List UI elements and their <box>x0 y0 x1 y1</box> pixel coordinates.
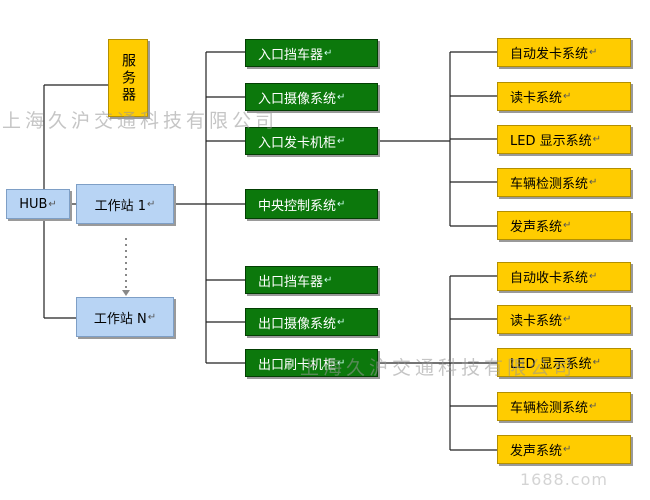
subsystem-label: 自动收卡系统 <box>510 271 589 286</box>
middle-node-label: 入口发卡机柜 <box>258 135 337 151</box>
paragraph-mark: ↵ <box>589 271 598 282</box>
paragraph-mark: ↵ <box>337 198 346 210</box>
entry-subsystem-box: 发声系统↵ <box>497 211 631 240</box>
entry-barrier-box: 入口挡车器↵ <box>245 39 378 67</box>
paragraph-mark: ↵ <box>147 311 157 323</box>
paragraph-mark: ↵ <box>337 357 346 369</box>
paragraph-mark: ↵ <box>563 220 572 231</box>
exit-barrier-box: 出口挡车器↵ <box>245 266 378 294</box>
subsystem-label: 发声系统 <box>510 220 563 235</box>
exit-subsystem-box: 读卡系统↵ <box>497 305 631 334</box>
entry-camera-box: 入口摄像系统↵ <box>245 83 378 111</box>
entry-card-cabinet-box: 入口发卡机柜↵ <box>245 127 378 155</box>
entry-subsystem-box: 读卡系统↵ <box>497 82 631 111</box>
exit-card-cabinet-box: 出口刷卡机柜↵ <box>245 349 378 377</box>
exit-subsystem-box: LED 显示系统↵ <box>497 348 631 377</box>
subsystem-label: LED 显示系统 <box>510 134 592 149</box>
middle-node-label: 出口摄像系统 <box>258 316 337 332</box>
paragraph-mark: ↵ <box>337 316 346 328</box>
paragraph-mark: ↵ <box>563 91 572 102</box>
paragraph-mark: ↵ <box>592 357 601 368</box>
workstation-1-box: 工作站 1↵ <box>76 184 174 224</box>
exit-subsystem-box: 发声系统↵ <box>497 435 631 464</box>
exit-camera-box: 出口摄像系统↵ <box>245 308 378 336</box>
workstation-1-label: 工作站 1 <box>94 198 146 214</box>
paragraph-mark: ↵ <box>337 91 346 103</box>
subsystem-label: LED 显示系统 <box>510 357 592 372</box>
workstation-n-box: 工作站 N↵ <box>76 297 174 337</box>
paragraph-mark: ↵ <box>589 47 598 58</box>
entry-subsystem-box: LED 显示系统↵ <box>497 125 631 154</box>
hub-box: HUB↵ <box>6 189 70 219</box>
paragraph-mark: ↵ <box>592 134 601 145</box>
paragraph-mark: ↵ <box>324 47 333 59</box>
exit-subsystem-box: 自动收卡系统↵ <box>497 262 631 291</box>
middle-node-label: 入口挡车器 <box>258 47 324 63</box>
middle-node-label: 出口挡车器 <box>258 274 324 290</box>
hub-label: HUB <box>19 196 48 212</box>
workstation-n-label: 工作站 N <box>93 311 147 327</box>
paragraph-mark: ↵ <box>563 444 572 455</box>
paragraph-mark: ↵ <box>48 198 57 210</box>
paragraph-mark: ↵ <box>589 177 598 188</box>
subsystem-label: 车辆检测系统 <box>510 401 589 416</box>
paragraph-mark: ↵ <box>147 198 156 210</box>
middle-node-label: 入口摄像系统 <box>258 91 337 107</box>
paragraph-mark: ↵ <box>563 314 572 325</box>
paragraph-mark: ↵ <box>337 135 346 147</box>
entry-subsystem-box: 自动发卡系统↵ <box>497 38 631 67</box>
central-control-box: 中央控制系统↵ <box>245 189 378 219</box>
exit-subsystem-box: 车辆检测系统↵ <box>497 392 631 421</box>
middle-node-label: 出口刷卡机柜 <box>258 357 337 373</box>
entry-subsystem-box: 车辆检测系统↵ <box>497 168 631 197</box>
paragraph-mark: ↵ <box>324 274 333 286</box>
paragraph-mark: ↵ <box>589 401 598 412</box>
subsystem-label: 车辆检测系统 <box>510 177 589 192</box>
server-box: 服务器 <box>108 39 148 117</box>
server-label: 服务器 <box>120 52 136 104</box>
subsystem-label: 读卡系统 <box>510 91 563 106</box>
subsystem-label: 发声系统 <box>510 444 563 459</box>
subsystem-label: 自动发卡系统 <box>510 47 589 62</box>
subsystem-label: 读卡系统 <box>510 314 563 329</box>
middle-node-label: 中央控制系统 <box>258 198 337 214</box>
